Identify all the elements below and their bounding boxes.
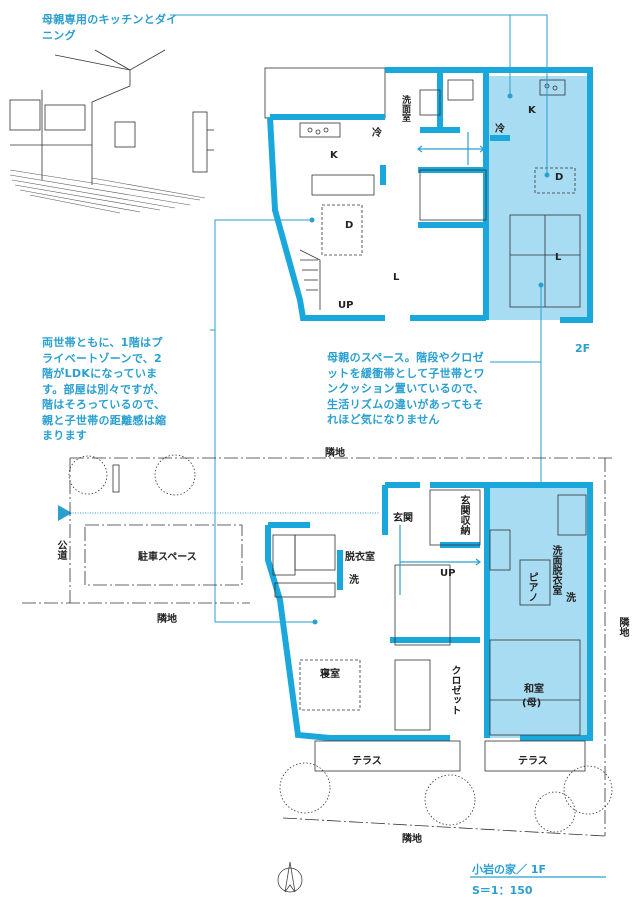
room-entrance-storage: 玄関収納 [458, 495, 469, 535]
room-entrance: 玄関 [393, 513, 413, 524]
terrace-left: テラス [352, 756, 382, 767]
room-dining-child: D [345, 220, 354, 231]
parking-space: 駐車スペース [138, 552, 197, 563]
neighbor-top: 隣地 [325, 448, 345, 459]
floor-label-2f: 2F [575, 342, 591, 355]
room-dressing: 脱衣室 [345, 552, 375, 563]
plan-scale: S＝1：150 [472, 884, 533, 897]
room-japanese: 和室 [524, 684, 544, 695]
interior-sketch [9, 49, 214, 214]
laundry-mother: 洗 [566, 593, 576, 604]
neighbor-left: 隣地 [157, 614, 177, 625]
plan-1f [265, 482, 593, 772]
note-mother-kitchen: 母親専用のキッチンとダイニング [42, 13, 178, 42]
room-closet: クロゼット [449, 665, 460, 715]
stairs-up-2f: UP [338, 300, 354, 311]
room-kitchen-child: K [330, 150, 338, 161]
note-both-households: 両世帯ともに、1階はプライベートゾーンで、2階がLDKになっています。部屋は別々… [42, 336, 167, 442]
laundry-child: 洗 [349, 575, 359, 586]
fridge-mother: 冷 [495, 124, 505, 135]
neighbor-right: 隣地 [617, 617, 628, 637]
piano: ピアノ [526, 572, 537, 602]
north-arrow-icon [277, 861, 303, 893]
room-living-mother: L [555, 252, 562, 263]
room-living-child: L [393, 272, 400, 283]
note-mother-space: 母親のスペース。階段やクロゼットを緩衝帯として子世帯とワンクッション置いているの… [327, 351, 485, 426]
plan-2f [264, 67, 593, 323]
room-mother-dressing: 洗面脱衣室 [550, 545, 561, 595]
room-kitchen-mother: K [528, 105, 536, 116]
neighbor-bottom: 隣地 [402, 834, 422, 845]
room-japanese-sub: (母) [522, 698, 542, 709]
room-bedroom: 寝室 [320, 669, 340, 680]
entry-arrow-icon [58, 505, 72, 521]
plan-title: 小岩の家／ 1F [472, 863, 546, 876]
room-washroom: 洗面室 [400, 95, 410, 122]
fridge-child: 冷 [372, 128, 382, 139]
terrace-right: テラス [518, 756, 548, 767]
room-dining-mother: D [555, 172, 564, 183]
stairs-up-1f: UP [440, 568, 456, 579]
public-road: 公道 [55, 540, 66, 560]
